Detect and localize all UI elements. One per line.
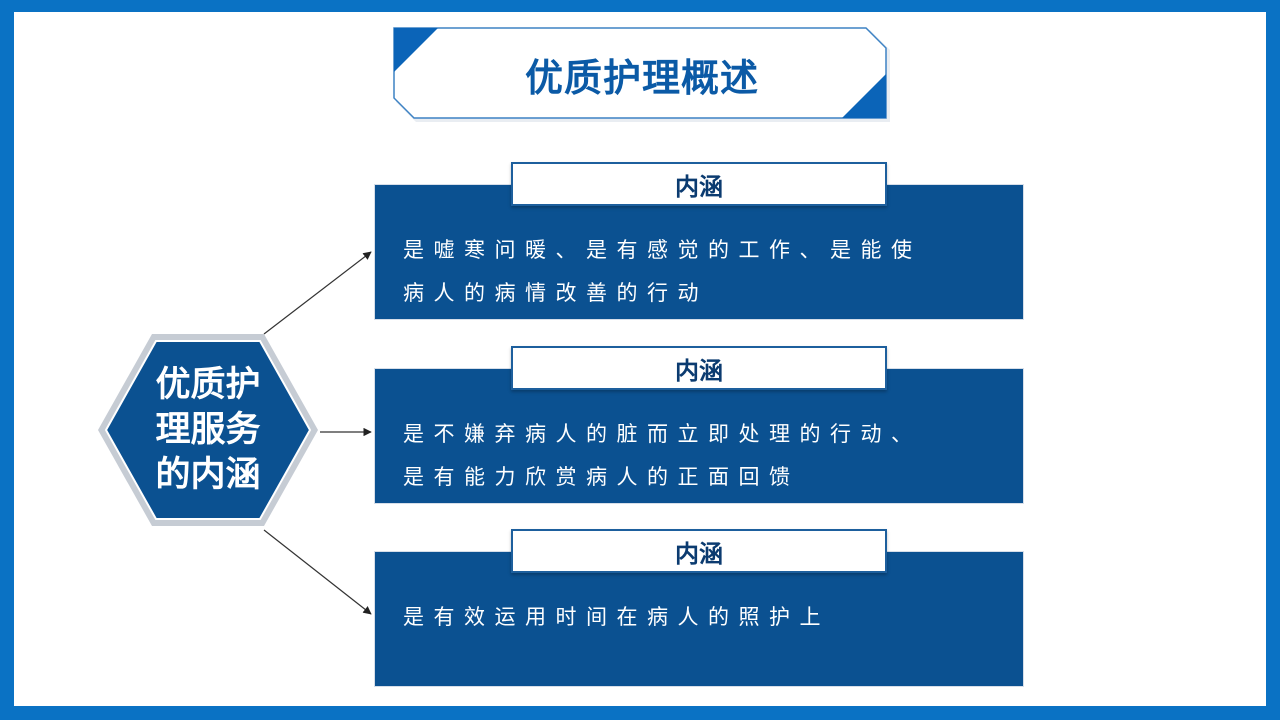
connector-arrows <box>263 251 372 615</box>
card-heading-3: 内涵 <box>511 529 887 573</box>
title-banner: 优质护理概述 <box>392 26 892 122</box>
title-banner-shape <box>393 27 890 122</box>
card-text: 是有效运用时间在病人的照护上 <box>403 596 1003 639</box>
hexagon-shape <box>98 334 318 526</box>
content-card-3: 是有效运用时间在病人的照护上 <box>374 551 1024 687</box>
center-label: 优质护 理服务 的内涵 <box>132 352 284 508</box>
card-text-line: 是有能力欣赏病人的正面回馈 <box>403 465 800 489</box>
card-heading-2: 内涵 <box>511 346 887 390</box>
card-text: 是不嫌弃病人的脏而立即处理的行动、 是有能力欣赏病人的正面回馈 <box>403 413 1003 499</box>
center-label-line: 理服务 <box>155 409 261 450</box>
card-text-line: 是嘘寒问暖、是有感觉的工作、是能使 <box>403 238 922 262</box>
content-card-2: 是不嫌弃病人的脏而立即处理的行动、 是有能力欣赏病人的正面回馈 <box>374 368 1024 504</box>
card-text-line: 是不嫌弃病人的脏而立即处理的行动、 <box>403 422 922 446</box>
arrow-top <box>263 251 372 335</box>
arrow-bottom <box>263 529 372 615</box>
center-label-line: 的内涵 <box>155 454 261 495</box>
card-text: 是嘘寒问暖、是有感觉的工作、是能使 病人的病情改善的行动 <box>403 229 1003 315</box>
center-label-line: 优质护 <box>155 364 261 405</box>
slide-canvas: 优质护理概述 优质护 理服务 的内涵 是嘘寒问暖、是有感觉的工作、是能使 病人的… <box>14 12 1266 706</box>
card-text-line: 是有效运用时间在病人的照护上 <box>403 605 830 629</box>
page-title: 优质护理概述 <box>524 55 759 100</box>
card-heading-1: 内涵 <box>511 162 887 206</box>
card-text-line: 病人的病情改善的行动 <box>403 281 708 305</box>
center-hexagon: 优质护 理服务 的内涵 <box>96 332 320 528</box>
content-card-1: 是嘘寒问暖、是有感觉的工作、是能使 病人的病情改善的行动 <box>374 184 1024 320</box>
